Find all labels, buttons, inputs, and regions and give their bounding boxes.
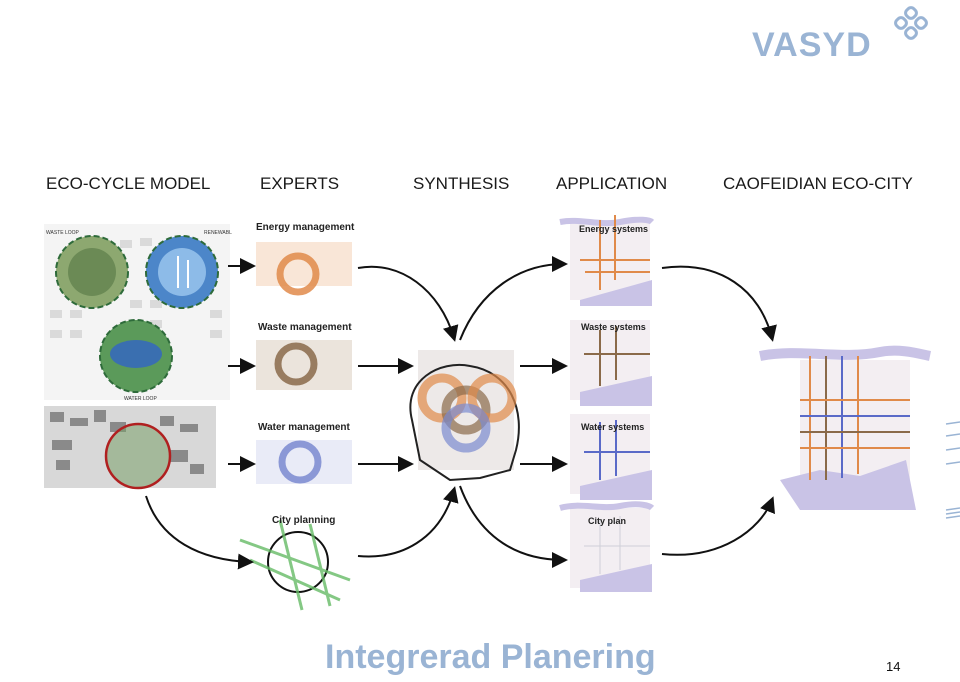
logo-text: VASYD [752,26,872,64]
waste-loop-circle [55,235,129,309]
label-city-planning: City planning [272,515,336,526]
expert-energy-graphic [256,242,352,296]
decorative-stripes-icon [945,421,960,519]
application-city-graphic [559,501,655,592]
label-waste-loop: WASTE LOOP [46,230,79,236]
caofeidian-graphic [759,345,932,510]
application-waste-graphic [570,320,652,406]
diagram-graphics [44,215,932,611]
eco-cycle-diagram: ECO-CYCLE MODEL EXPERTS SYNTHESIS APPLIC… [40,160,940,616]
water-loop-circle [99,319,173,393]
heading-application: APPLICATION [556,174,668,193]
label-water-systems: Water systems [581,422,645,432]
vasyd-logo: VASYD [752,6,942,64]
aerial-map [44,406,216,490]
renewable-circle [145,235,219,309]
expert-city-graphic [239,519,351,611]
label-water-loop: WATER LOOP [124,396,157,402]
label-waste-management: Waste management [258,322,352,333]
slide-title: Integrerad Planering [325,638,656,676]
label-energy-management: Energy management [256,222,355,233]
application-water-graphic [570,414,652,500]
expert-waste-graphic [256,340,352,390]
heading-eco-cycle-model: ECO-CYCLE MODEL [46,174,211,193]
logo-mark-icon [894,6,928,40]
page-number: 14 [886,659,901,674]
heading-synthesis: SYNTHESIS [413,174,510,193]
label-water-management: Water management [258,422,350,433]
synthesis-graphic [409,350,520,482]
flow-arrows [145,256,777,570]
label-energy-systems: Energy systems [579,224,649,234]
label-city-plan: City plan [588,516,627,526]
label-waste-systems: Waste systems [581,322,646,332]
heading-caofeidian: CAOFEIDIAN ECO-CITY [723,174,913,193]
heading-experts: EXPERTS [260,174,340,193]
expert-water-graphic [256,440,352,484]
label-renewable: RENEWABL [204,230,232,236]
application-energy-graphic [559,215,655,306]
